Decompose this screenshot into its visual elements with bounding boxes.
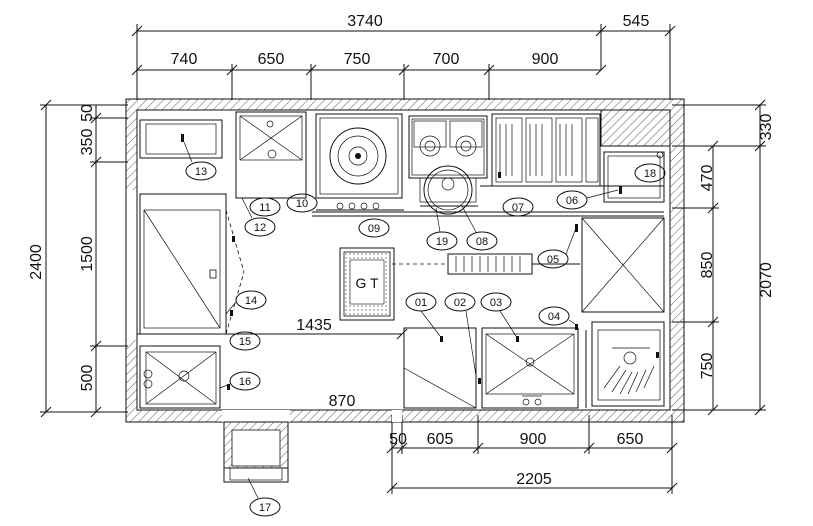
dim-right-2070: 2070 [758,262,775,298]
dim-top-right: 545 [623,13,650,30]
dim-right-330: 330 [758,114,775,141]
svg-text:11: 11 [259,202,270,214]
tag-17: 17 [247,477,281,517]
dim-right-850: 850 [699,252,716,279]
svg-text:12: 12 [254,222,266,234]
dim-left-top-b: 50 [79,104,96,122]
svg-text:13: 13 [195,166,207,178]
dimension-labels: 3740 545 740 650 750 700 900 2400 350 50… [28,13,775,488]
dim-top-total: 3740 [347,13,383,30]
tag-10: 10 [286,193,318,213]
walls [125,98,685,483]
svg-text:01: 01 [415,297,427,309]
dim-bottom-total: 2205 [516,471,552,488]
dim-bottom-seg: 50 [389,431,407,448]
svg-text:17: 17 [259,502,271,514]
svg-text:06: 06 [566,195,578,207]
dim-left-outer: 2400 [28,244,45,280]
tag-09: 09 [358,218,390,238]
svg-text:08: 08 [476,236,488,248]
equipment-tags: 01 02 03 04 05 06 07 08 09 10 11 12 13 1… [183,141,666,517]
island-label: G T [355,275,379,291]
svg-text:18: 18 [644,168,656,180]
tag-03: 03 [480,292,517,337]
svg-text:14: 14 [245,295,257,307]
tag-16: 16 [219,371,261,391]
tag-19: 19 [426,207,458,251]
svg-text:09: 09 [368,223,380,235]
tag-14: 14 [225,290,267,315]
dim-top-seg: 650 [258,51,285,68]
tag-01: 01 [405,292,441,337]
tag-05: 05 [537,227,577,269]
dim-bottom-seg: 650 [617,431,644,448]
svg-text:04: 04 [548,311,560,323]
svg-text:05: 05 [547,254,559,266]
equipment: G T [139,111,665,409]
tag-11: 11 [249,197,281,217]
svg-text:10: 10 [296,198,308,210]
svg-text:02: 02 [454,297,466,309]
dim-bottom-seg: 605 [427,431,454,448]
dim-left-top-a: 350 [79,129,96,156]
dim-top-seg: 700 [433,51,460,68]
svg-text:16: 16 [239,376,251,388]
svg-text:15: 15 [239,336,251,348]
tag-15: 15 [229,331,261,351]
dim-left-bottom: 500 [79,365,96,392]
tag-04: 04 [538,306,579,327]
tag-18: 18 [634,163,666,183]
svg-text:19: 19 [436,236,448,248]
tag-13: 13 [183,141,217,181]
dim-inner-870: 870 [329,393,356,410]
dim-right-750: 750 [699,353,716,380]
svg-text:03: 03 [490,297,502,309]
dim-inner-1435: 1435 [296,317,332,334]
tag-02: 02 [444,292,477,377]
tag-08: 08 [461,205,498,251]
tag-07: 07 [502,197,534,217]
dim-top-seg: 900 [532,51,559,68]
dim-left-mid: 1500 [79,236,96,272]
tag-12: 12 [241,197,276,237]
tag-06: 06 [556,189,619,210]
dimension-lines [40,24,766,494]
dim-top-seg: 750 [344,51,371,68]
dim-top-seg: 740 [171,51,198,68]
svg-text:07: 07 [512,202,524,214]
dim-right-470: 470 [699,165,716,192]
dim-bottom-seg: 900 [520,431,547,448]
